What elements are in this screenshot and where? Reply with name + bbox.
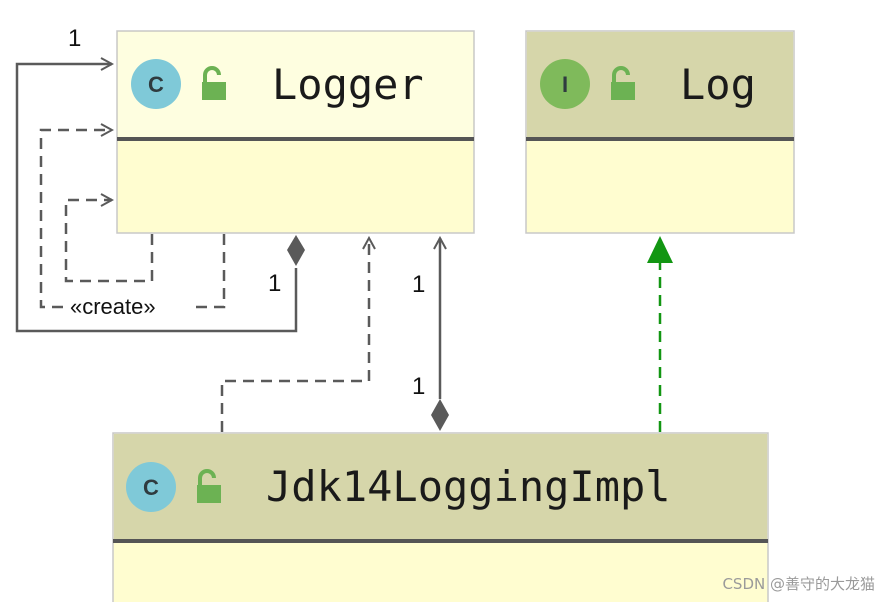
create-stereotype-label: «create» (70, 294, 156, 319)
class-c-icon-letter: C (148, 72, 164, 97)
unlocked-lock-icon (611, 66, 635, 100)
create-label-bg (70, 292, 194, 319)
class-c-icon-letter: C (143, 475, 159, 500)
interface-i-icon-letter: I (562, 72, 568, 97)
self-create-dependency-inner (64, 200, 154, 283)
impl-logger-multiplicity-top: 1 (412, 271, 425, 298)
impl-to-logger-dependency (220, 238, 369, 432)
impl-realizes-log (647, 236, 673, 432)
composition-diamond (287, 235, 305, 266)
interface-i-icon (540, 59, 590, 109)
impl-logger-composition (431, 238, 449, 431)
unlocked-lock-icon (202, 66, 226, 100)
class-c-icon (126, 462, 176, 512)
composition-logger-multiplicity: 1 (268, 270, 281, 297)
realization-arrowhead (647, 236, 673, 263)
class-jdk14loggingimpl[interactable]: C Jdk14LoggingImpl (112, 432, 769, 602)
self-assoc-multiplicity: 1 (68, 25, 81, 52)
class-logger[interactable]: C Logger (116, 30, 475, 234)
self-composition-association (15, 64, 305, 333)
self-create-dependency-outer (39, 130, 226, 309)
interface-log-name: Log (680, 60, 756, 109)
interface-log[interactable]: I Log (525, 30, 795, 234)
impl-logger-multiplicity-bottom: 1 (412, 373, 425, 400)
class-impl-header (114, 434, 767, 540)
unlocked-lock-icon (197, 469, 221, 503)
watermark: CSDN @善守的大龙猫 (722, 575, 875, 593)
class-logger-name: Logger (272, 60, 424, 109)
class-c-icon (131, 59, 181, 109)
class-impl-name: Jdk14LoggingImpl (266, 462, 671, 511)
composition-diamond (431, 399, 449, 431)
